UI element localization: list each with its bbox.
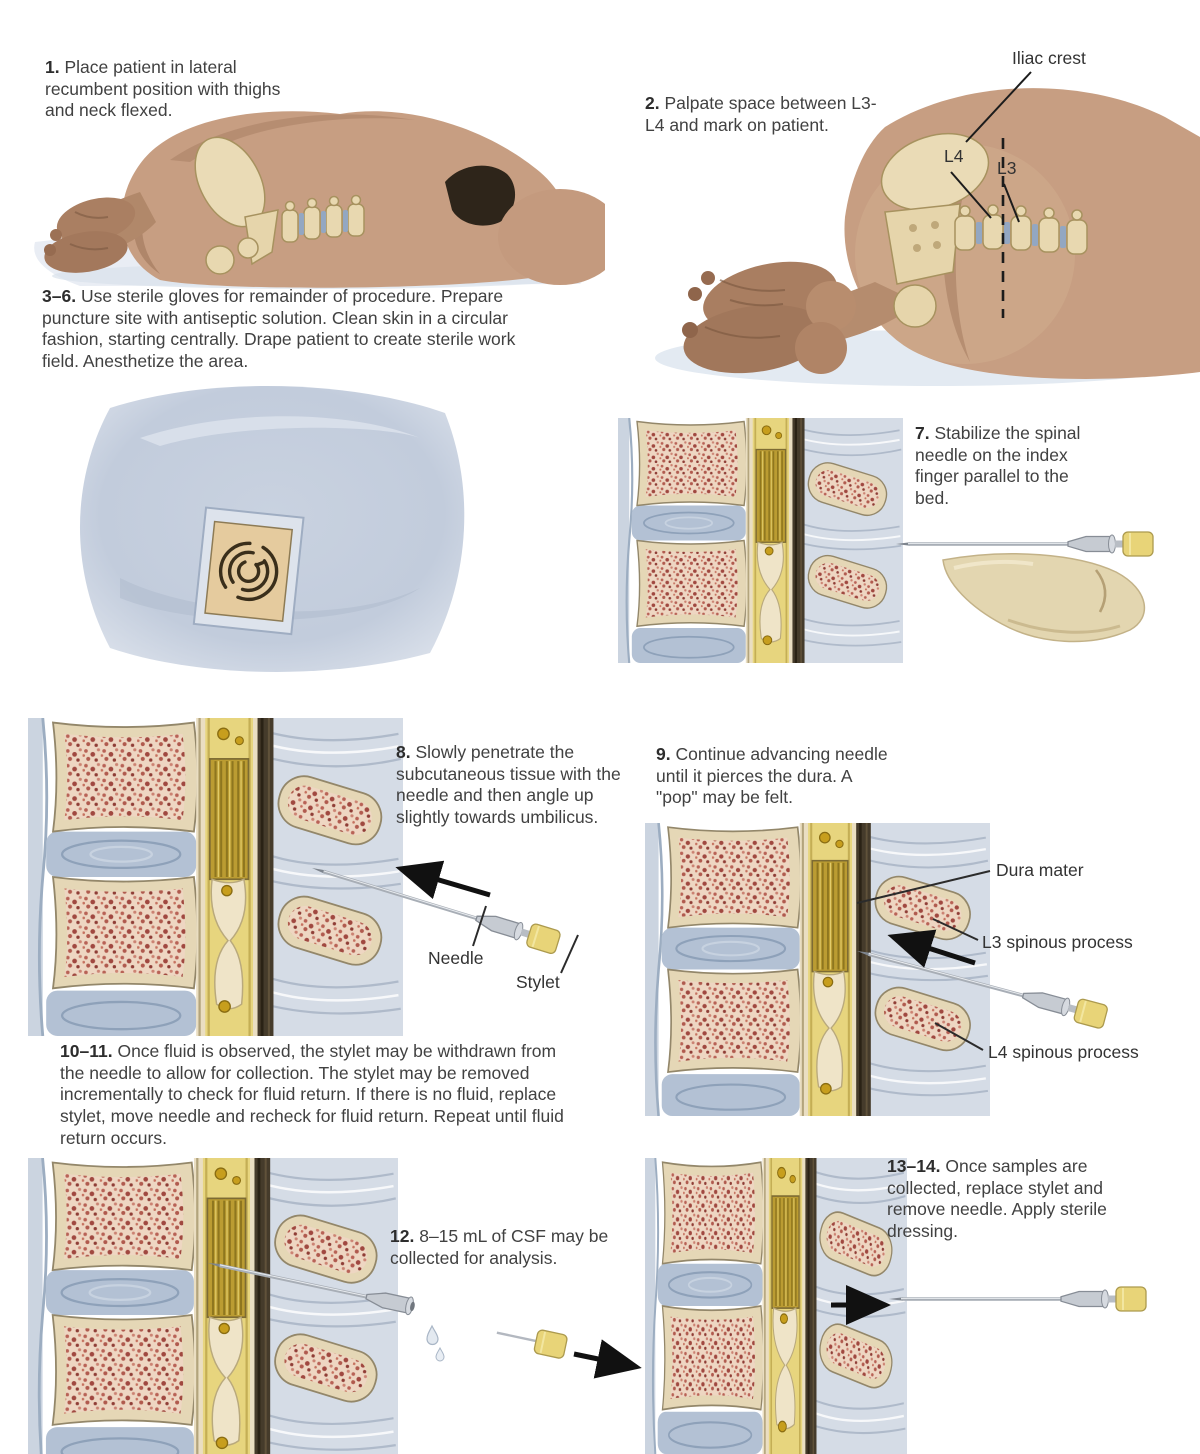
step-number: 7. [915,423,930,443]
spine-cross-section [618,418,903,663]
step-12-illustration [28,1158,643,1454]
spinal-needle [895,531,1154,557]
direction-arrow-icon [573,1339,642,1379]
step-1-caption: 1.Place patient in lateral recumbent pos… [45,57,283,122]
bone-overlay [880,133,1088,328]
step-2-caption: 2.Palpate space between L3-L4 and mark o… [645,93,885,136]
step-8-illustration [28,718,640,1048]
drape-window [192,506,305,636]
label-leader-lines [472,905,579,974]
step-13-14-illustration [645,1158,1200,1454]
step-text: Place patient in lateral recumbent posit… [45,57,281,121]
step-10-11-caption: 10–11.Once fluid is observed, the stylet… [60,1041,582,1149]
step-3-6-caption: 3–6.Use sterile gloves for remainder of … [42,286,532,373]
step-8-caption: 8.Slowly penetrate the subcutaneous tiss… [396,742,621,829]
direction-arrow-icon [395,860,491,900]
label-l3-spinous-process: L3 spinous process [982,932,1133,952]
label-l4: L4 [944,146,964,166]
step-13-14-caption: 13–14.Once samples are collected, replac… [887,1156,1145,1243]
step-number: 10–11. [60,1041,113,1061]
step-text: 8–15 mL of CSF may be collected for anal… [390,1226,609,1268]
label-l3: L3 [997,158,1017,178]
spine-cross-section [645,823,990,1116]
step-text: Once fluid is observed, the stylet may b… [60,1041,564,1148]
step-text: Stabilize the spinal needle on the index… [915,423,1081,509]
step-2-illustration [635,32,1200,394]
step-number: 1. [45,57,60,77]
patient-feet [44,197,136,273]
step-text: Continue advancing needle until it pierc… [656,744,888,808]
label-leader-lines [950,71,1032,223]
step-text: Once samples are collected, replace styl… [887,1156,1107,1242]
step-number: 13–14. [887,1156,941,1176]
label-l4-spinous-process: L4 spinous process [988,1042,1139,1062]
label-leader-lines [856,870,991,1051]
step-text: Palpate space between L3-L4 and mark on … [645,93,877,135]
step-7-finger-illustration [888,512,1193,662]
label-dura-mater: Dura mater [996,860,1084,880]
step-7-spine-illustration [618,418,903,663]
label-iliac-crest: Iliac crest [1012,48,1086,68]
step-number: 2. [645,93,660,113]
patient-hair [445,165,516,226]
step-12-caption: 12.8–15 mL of CSF may be collected for a… [390,1226,610,1269]
index-finger [942,553,1146,643]
bone-overlay [194,136,365,275]
step-number: 3–6. [42,286,77,306]
csf-droplet [435,1346,445,1362]
step-9-illustration [645,823,1165,1141]
exposed-skin [204,520,294,622]
step-text: Slowly penetrate the subcutaneous tissue… [396,742,621,828]
step-number: 9. [656,744,671,764]
step-7-caption: 7.Stabilize the spinal needle on the ind… [915,423,1105,510]
patient-feet [682,261,856,374]
step-number: 12. [390,1226,415,1246]
step-1-illustration [20,52,605,292]
spinal-needle [888,1286,1147,1312]
label-needle: Needle [428,948,484,968]
step-9-caption: 9.Continue advancing needle until it pie… [656,744,891,809]
label-stylet: Stylet [516,972,560,992]
direction-arrow-icon [887,929,976,968]
spine-cross-section [28,1158,398,1454]
antiseptic-swirl-icon [218,541,279,602]
step-text: Use sterile gloves for remainder of proc… [42,286,516,372]
step-number: 8. [396,742,411,762]
stylet-removed [493,1319,569,1360]
csf-droplet [426,1324,439,1346]
step-3-6-illustration [50,368,480,690]
patient-head [498,189,605,285]
